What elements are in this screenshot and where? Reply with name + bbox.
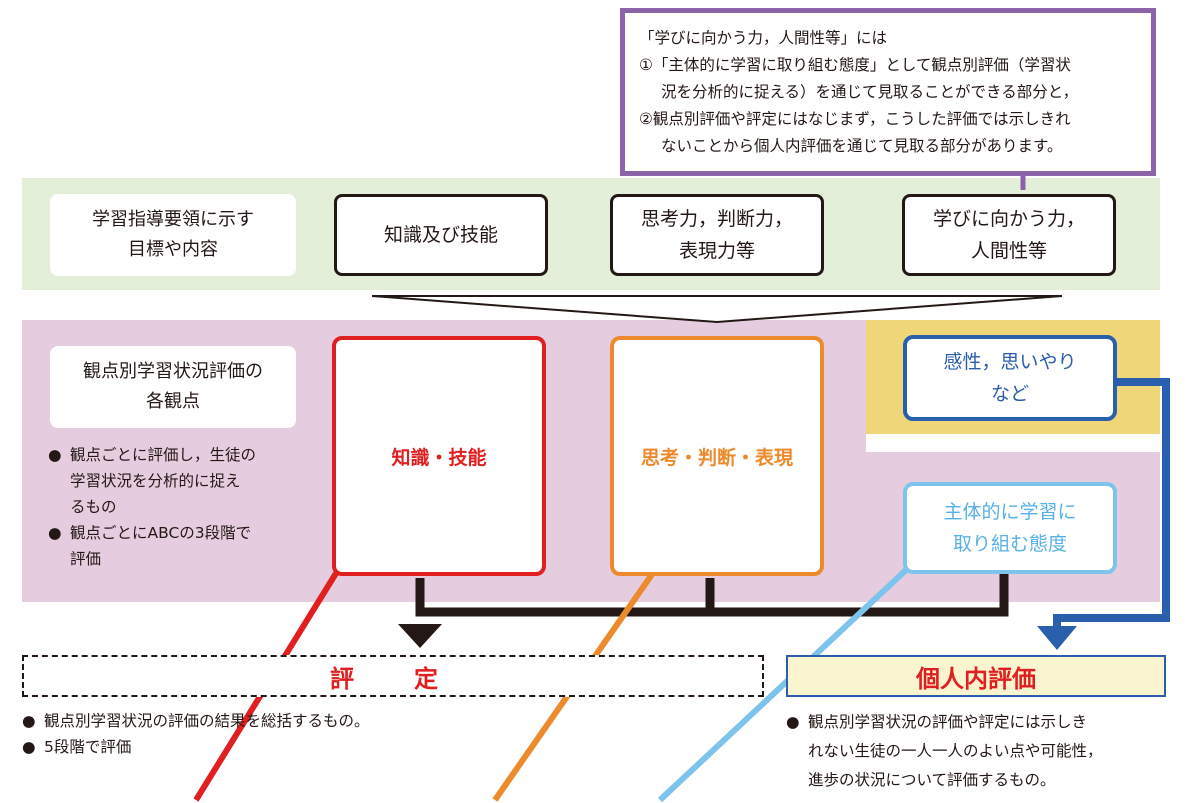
- thinking-viewpoint: 思考・判断・表現: [610, 336, 824, 576]
- bullet-item: 観点ごとに評価し，生徒の 学習状況を分析的に捉え るもの: [48, 442, 318, 520]
- bullet-item: 観点ごとにABCの3段階で 評価: [48, 520, 318, 572]
- bullet-line: 観点別学習状況の評価や評定には示しき: [808, 713, 1088, 731]
- goals-label: 学習指導要領に示す 目標や内容: [50, 194, 296, 276]
- thinking-goal-line: 思考力，判断力，: [640, 208, 793, 230]
- thinking-viewpoint-label: 思考・判断・表現: [640, 446, 793, 469]
- hyotei-arrowhead: [398, 624, 442, 648]
- thinking-goal: 思考力，判断力， 表現力等: [610, 194, 824, 276]
- thinking-goal-line: 表現力等: [678, 240, 755, 262]
- viewpoints-label: 観点別学習状況評価の 各観点: [50, 346, 296, 428]
- learning-attitude-goal-line: 学びに向かう力，: [932, 208, 1085, 230]
- kojin-arrowhead: [1037, 626, 1077, 650]
- hyotei-box: 評 定: [22, 655, 764, 697]
- bullet-line: 評価: [70, 550, 102, 568]
- band-separator: [866, 434, 1160, 452]
- bullet-line: 観点ごとにABCの3段階で: [70, 524, 252, 542]
- attitude-viewpoint: 主体的に学習に 取り組む態度: [903, 482, 1117, 574]
- bullet-item: 観点別学習状況の評価の結果を総括するもの。: [22, 708, 542, 734]
- bullet-line: 学習状況を分析的に捉え: [70, 472, 241, 490]
- note-line: ①「主体的に学習に取り組む態度」として観点別評価（学習状: [639, 56, 1071, 74]
- bullet-text: 観点別学習状況の評価の結果を総括するもの。: [44, 712, 370, 730]
- note-box: 「学びに向かう力，人間性等」には ①「主体的に学習に取り組む態度」として観点別評…: [620, 8, 1156, 176]
- attitude-viewpoint-line: 取り組む態度: [952, 533, 1067, 555]
- bullet-line: るもの: [70, 498, 117, 516]
- hyotei-bullets: 観点別学習状況の評価の結果を総括するもの。 5段階で評価: [22, 708, 542, 760]
- bullet-item: 5段階で評価: [22, 734, 542, 760]
- knowledge-skills-viewpoint-label: 知識・技能: [391, 446, 487, 469]
- funnel-arrow: [371, 295, 1063, 324]
- hyotei-title: 評 定: [330, 664, 456, 693]
- learning-attitude-goal: 学びに向かう力， 人間性等: [902, 194, 1116, 276]
- sensitivity-box: 感性，思いやり など: [903, 335, 1117, 421]
- kojin-bullets: 観点別学習状況の評価や評定には示しき れない生徒の一人一人のよい点や可能性， 進…: [786, 708, 1176, 795]
- bullet-item: 観点別学習状況の評価や評定には示しき れない生徒の一人一人のよい点や可能性， 進…: [786, 708, 1176, 795]
- kojin-box: 個人内評価: [786, 655, 1166, 697]
- bullet-text: 5段階で評価: [44, 738, 132, 756]
- note-line: 「学びに向かう力，人間性等」には: [639, 29, 888, 47]
- bullet-line: 進歩の状況について評価するもの。: [808, 771, 1056, 789]
- kojin-title: 個人内評価: [916, 664, 1036, 693]
- attitude-viewpoint-line: 主体的に学習に: [943, 501, 1077, 523]
- viewpoints-label-line: 観点別学習状況評価の: [83, 361, 263, 382]
- sensitivity-line: 感性，思いやり: [943, 351, 1077, 373]
- sensitivity-line: など: [990, 383, 1029, 405]
- knowledge-skills-goal: 知識及び技能: [334, 194, 548, 276]
- note-line: ②観点別評価や評定にはなじまず，こうした評価では示しきれ: [639, 110, 1071, 128]
- viewpoints-bullets: 観点ごとに評価し，生徒の 学習状況を分析的に捉え るもの 観点ごとにABCの3段…: [48, 442, 318, 572]
- viewpoints-label-line: 各観点: [146, 391, 200, 412]
- goals-label-line: 目標や内容: [128, 239, 218, 260]
- note-line: ないことから個人内評価を通じて見取る部分があります。: [661, 137, 1063, 155]
- bullet-line: 観点ごとに評価し，生徒の: [70, 446, 257, 464]
- knowledge-skills-viewpoint: 知識・技能: [332, 336, 546, 576]
- bullet-line: れない生徒の一人一人のよい点や可能性，: [808, 742, 1103, 760]
- goals-label-line: 学習指導要領に示す: [92, 209, 254, 230]
- knowledge-skills-goal-label: 知識及び技能: [383, 224, 498, 246]
- note-line: 況を分析的に捉える）を通じて見取ることができる部分と，: [661, 83, 1079, 101]
- learning-attitude-goal-line: 人間性等: [970, 240, 1047, 262]
